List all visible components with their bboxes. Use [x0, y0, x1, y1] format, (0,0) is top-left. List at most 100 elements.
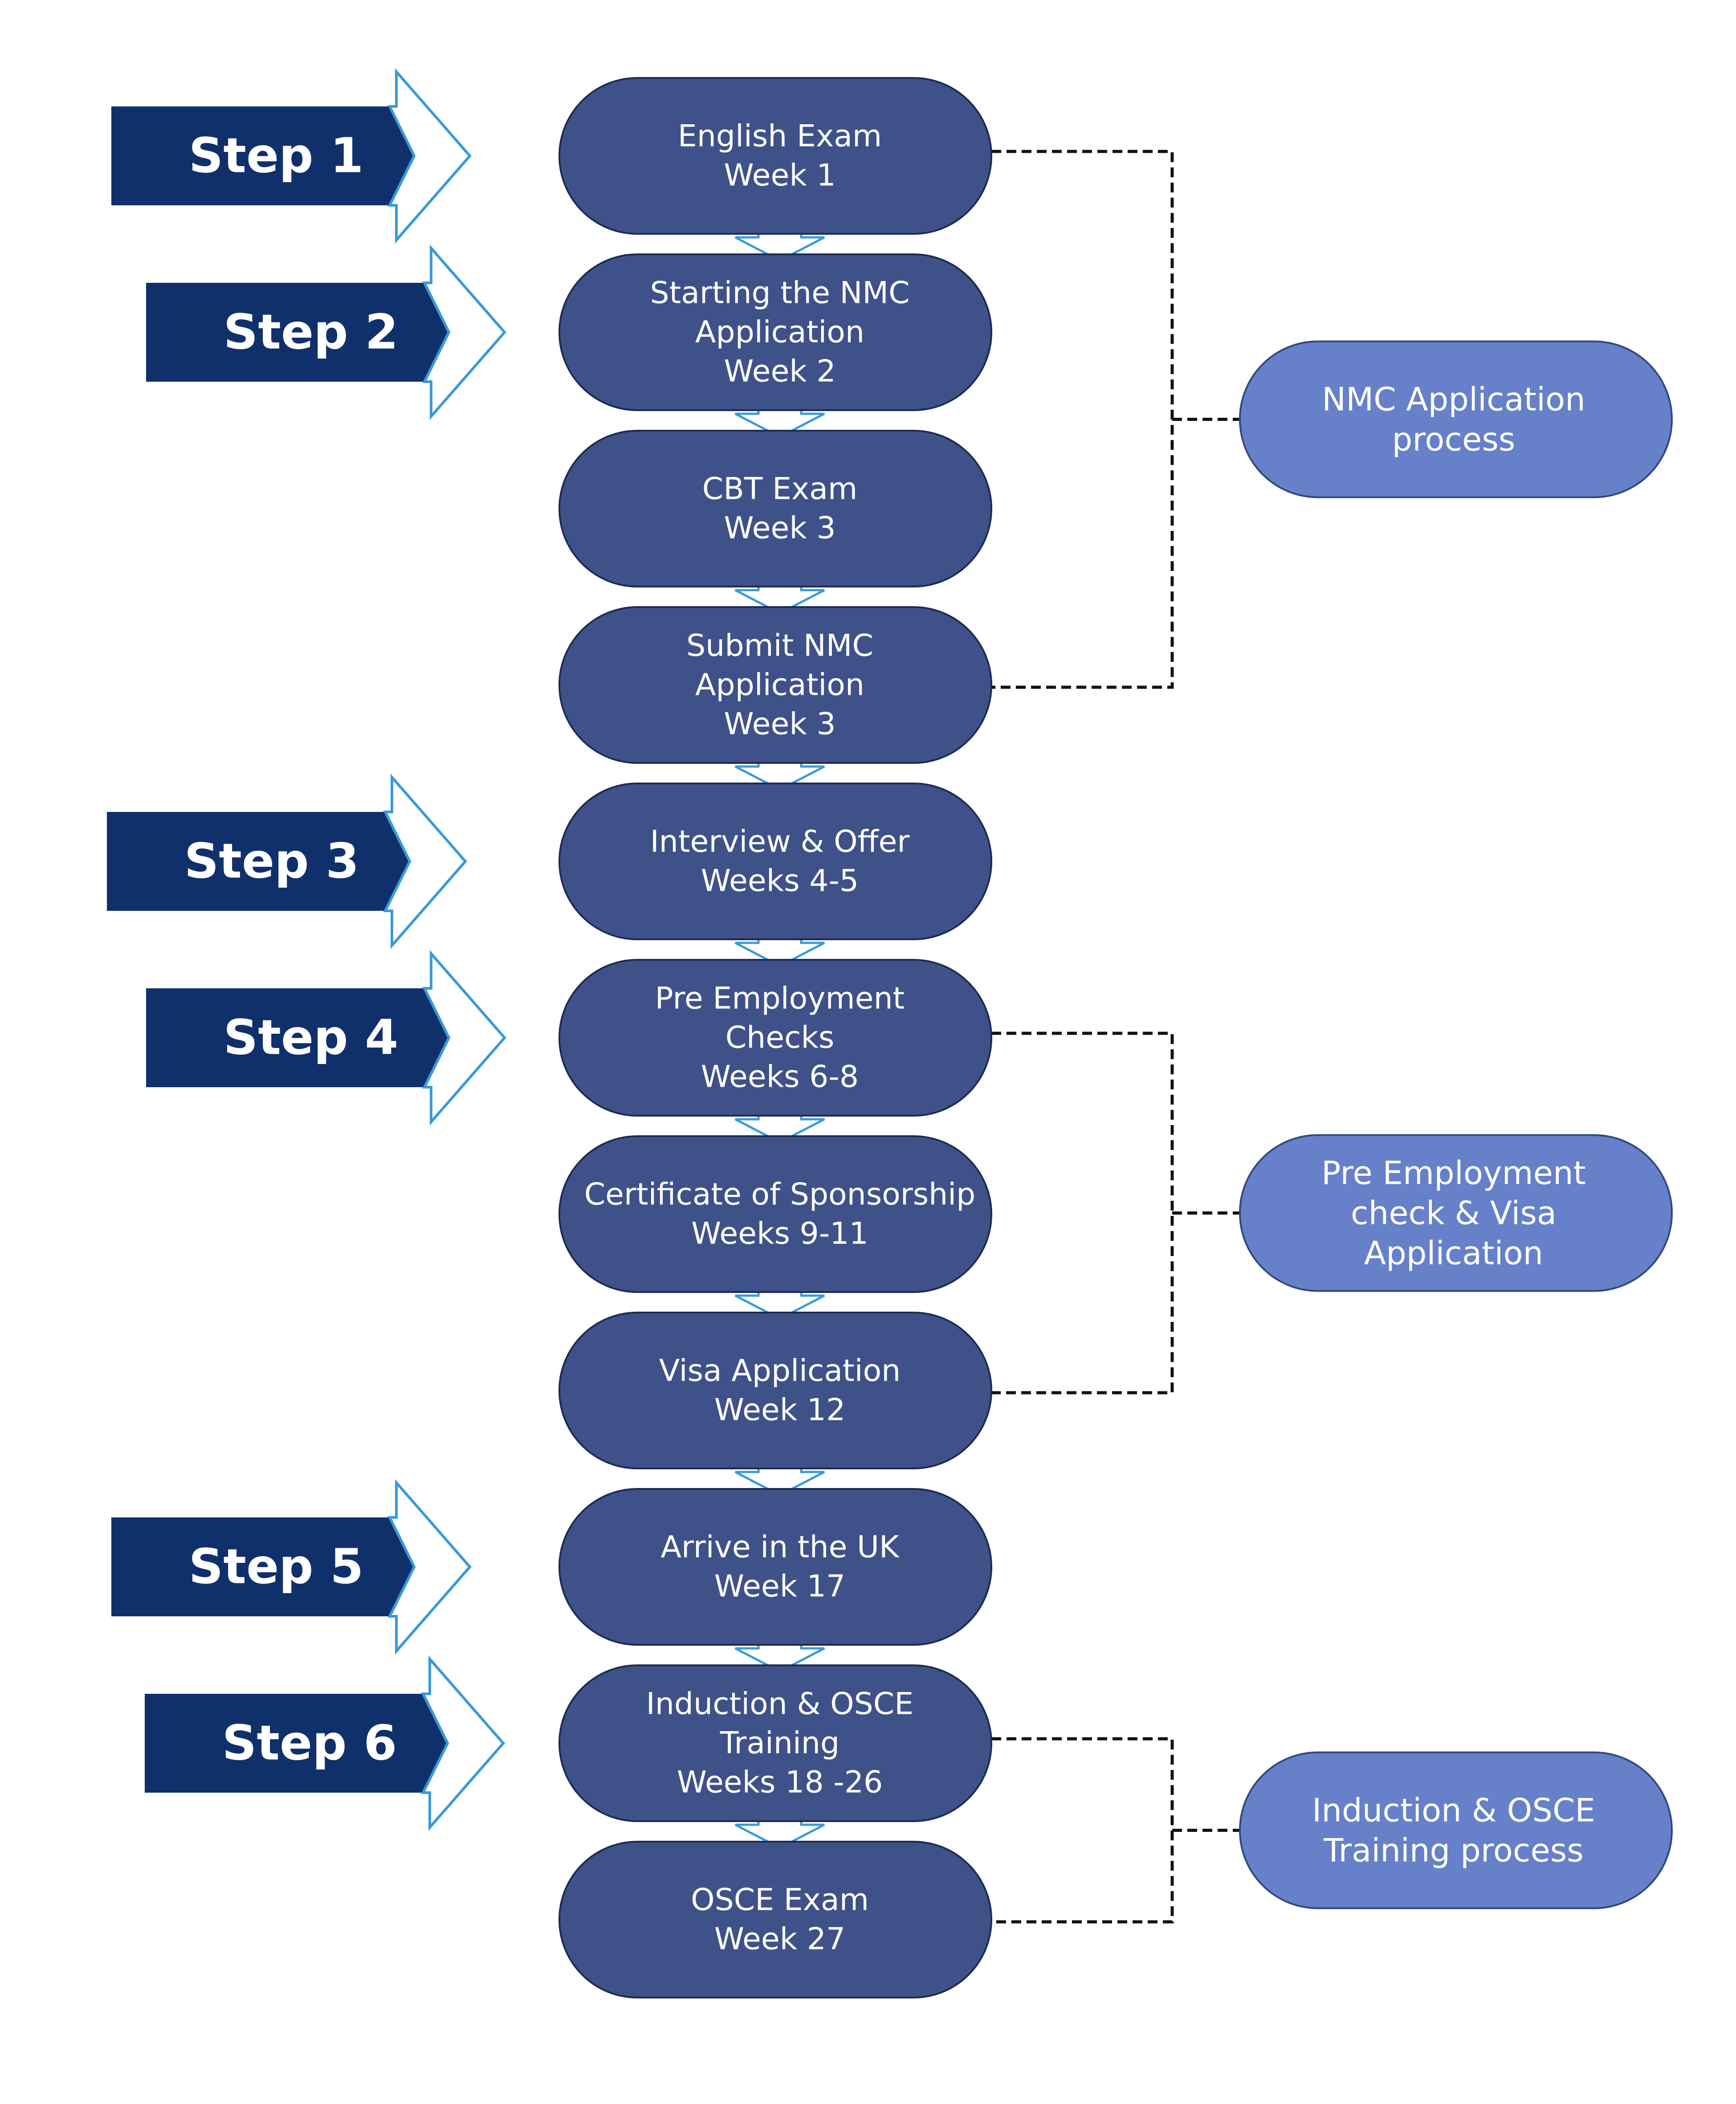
flow-step-label-line: Week 3 [724, 707, 835, 742]
step-label: Step 2 [224, 305, 399, 360]
flow-step-pill [558, 783, 992, 940]
flow-step-label-line: Week 1 [724, 158, 835, 193]
flow-step-label-line: Weeks 4-5 [701, 864, 859, 899]
step-banner-body [146, 283, 451, 382]
step-banner-3: Step 3 [107, 774, 467, 949]
flow-step-label-line: Submit NMC [686, 628, 873, 664]
flow-step-label-line: Weeks 18 -26 [677, 1765, 883, 1800]
chevron-right-icon [387, 68, 472, 244]
step-banners: Step 1 Step 2 Step 3 Step 4 Step 5 Step 6 [107, 68, 506, 1831]
flow-step-pill [558, 1135, 992, 1293]
flow-step-label-line: Training [720, 1726, 839, 1761]
group-bracket [991, 1032, 1240, 1395]
group-bracket [991, 150, 1240, 689]
process-group-label-line: Pre Employment [1321, 1154, 1586, 1192]
step-banner-6: Step 6 [145, 1655, 505, 1831]
flow-step-label-line: Weeks 9-11 [691, 1216, 868, 1252]
step-banner-body [111, 1517, 416, 1616]
chevron-right-icon [387, 1479, 472, 1655]
flow-step-pill [558, 959, 992, 1117]
process-group-pill [1239, 340, 1673, 498]
flow-step-pill [558, 1312, 992, 1469]
flow-step-label-line: Visa Application [659, 1354, 901, 1389]
process-group-label-line: NMC Application [1322, 381, 1585, 418]
flow-step-label-line: Arrive in the UK [660, 1530, 900, 1565]
flow-step-pill [558, 430, 992, 587]
chevron-right-icon [383, 774, 467, 949]
flow-step-pill [558, 1664, 992, 1822]
process-group-label-line: check & Visa [1351, 1195, 1557, 1232]
flow-step-label-line: Application [695, 668, 864, 703]
flow-step-label-line: Induction & OSCE [646, 1687, 913, 1722]
flow-step-label-line: English Exam [678, 119, 882, 154]
flow-step-label-line: Week 17 [714, 1569, 845, 1604]
flow-step-label-line: Certificate of Sponsorship [584, 1177, 976, 1212]
chevron-right-icon [422, 950, 506, 1125]
flow-step-pill [558, 606, 992, 764]
flow-step-pill [558, 1488, 992, 1646]
chevron-right-icon [421, 1655, 505, 1831]
process-group-label-line: Training process [1323, 1832, 1584, 1869]
flow-step-pill [558, 253, 992, 411]
process-group-label-line: process [1392, 421, 1516, 458]
flow-step-label-line: Interview & Offer [650, 824, 910, 860]
step-banner-body [111, 106, 416, 205]
flow-step-label-line: Application [695, 315, 864, 350]
step-label: Step 3 [184, 834, 359, 889]
step-banner-2: Step 2 [146, 245, 506, 420]
flow-step-pill [558, 77, 992, 235]
flow-step-label-line: CBT Exam [702, 472, 857, 507]
chevron-right-icon [422, 245, 506, 420]
flow-step-label-line: Week 3 [724, 511, 835, 546]
process-group-label-line: Induction & OSCE [1312, 1792, 1595, 1829]
step-label: Step 6 [222, 1716, 397, 1771]
flow-step-pill [558, 1841, 992, 1998]
step-label: Step 1 [189, 128, 364, 184]
process-group-label-line: Application [1364, 1235, 1543, 1272]
flow-step-label-line: Pre Employment [655, 981, 905, 1016]
step-banner-body [145, 1694, 450, 1793]
flow-step-label-line: Week 12 [714, 1393, 845, 1428]
process-group-pill [1239, 1751, 1673, 1909]
flow-step-label-line: OSCE Exam [691, 1883, 869, 1918]
step-banner-5: Step 5 [111, 1479, 472, 1655]
group-bracket-lines [991, 150, 1240, 1924]
step-banner-4: Step 4 [146, 950, 506, 1125]
flow-step-label-line: Weeks 6-8 [701, 1060, 859, 1095]
flow-step-9: Arrive in the UK Week 17 [558, 1488, 992, 1646]
flow-step-label-line: Week 27 [714, 1922, 845, 1957]
step-label: Step 5 [189, 1539, 364, 1595]
process-group-pill [1239, 1134, 1673, 1292]
step-label: Step 4 [224, 1010, 399, 1066]
step-banner-1: Step 1 [111, 68, 472, 244]
flow-step-label-line: Week 2 [724, 354, 835, 389]
flow-step-label-line: Checks [725, 1020, 835, 1056]
step-banner-body [107, 812, 412, 911]
